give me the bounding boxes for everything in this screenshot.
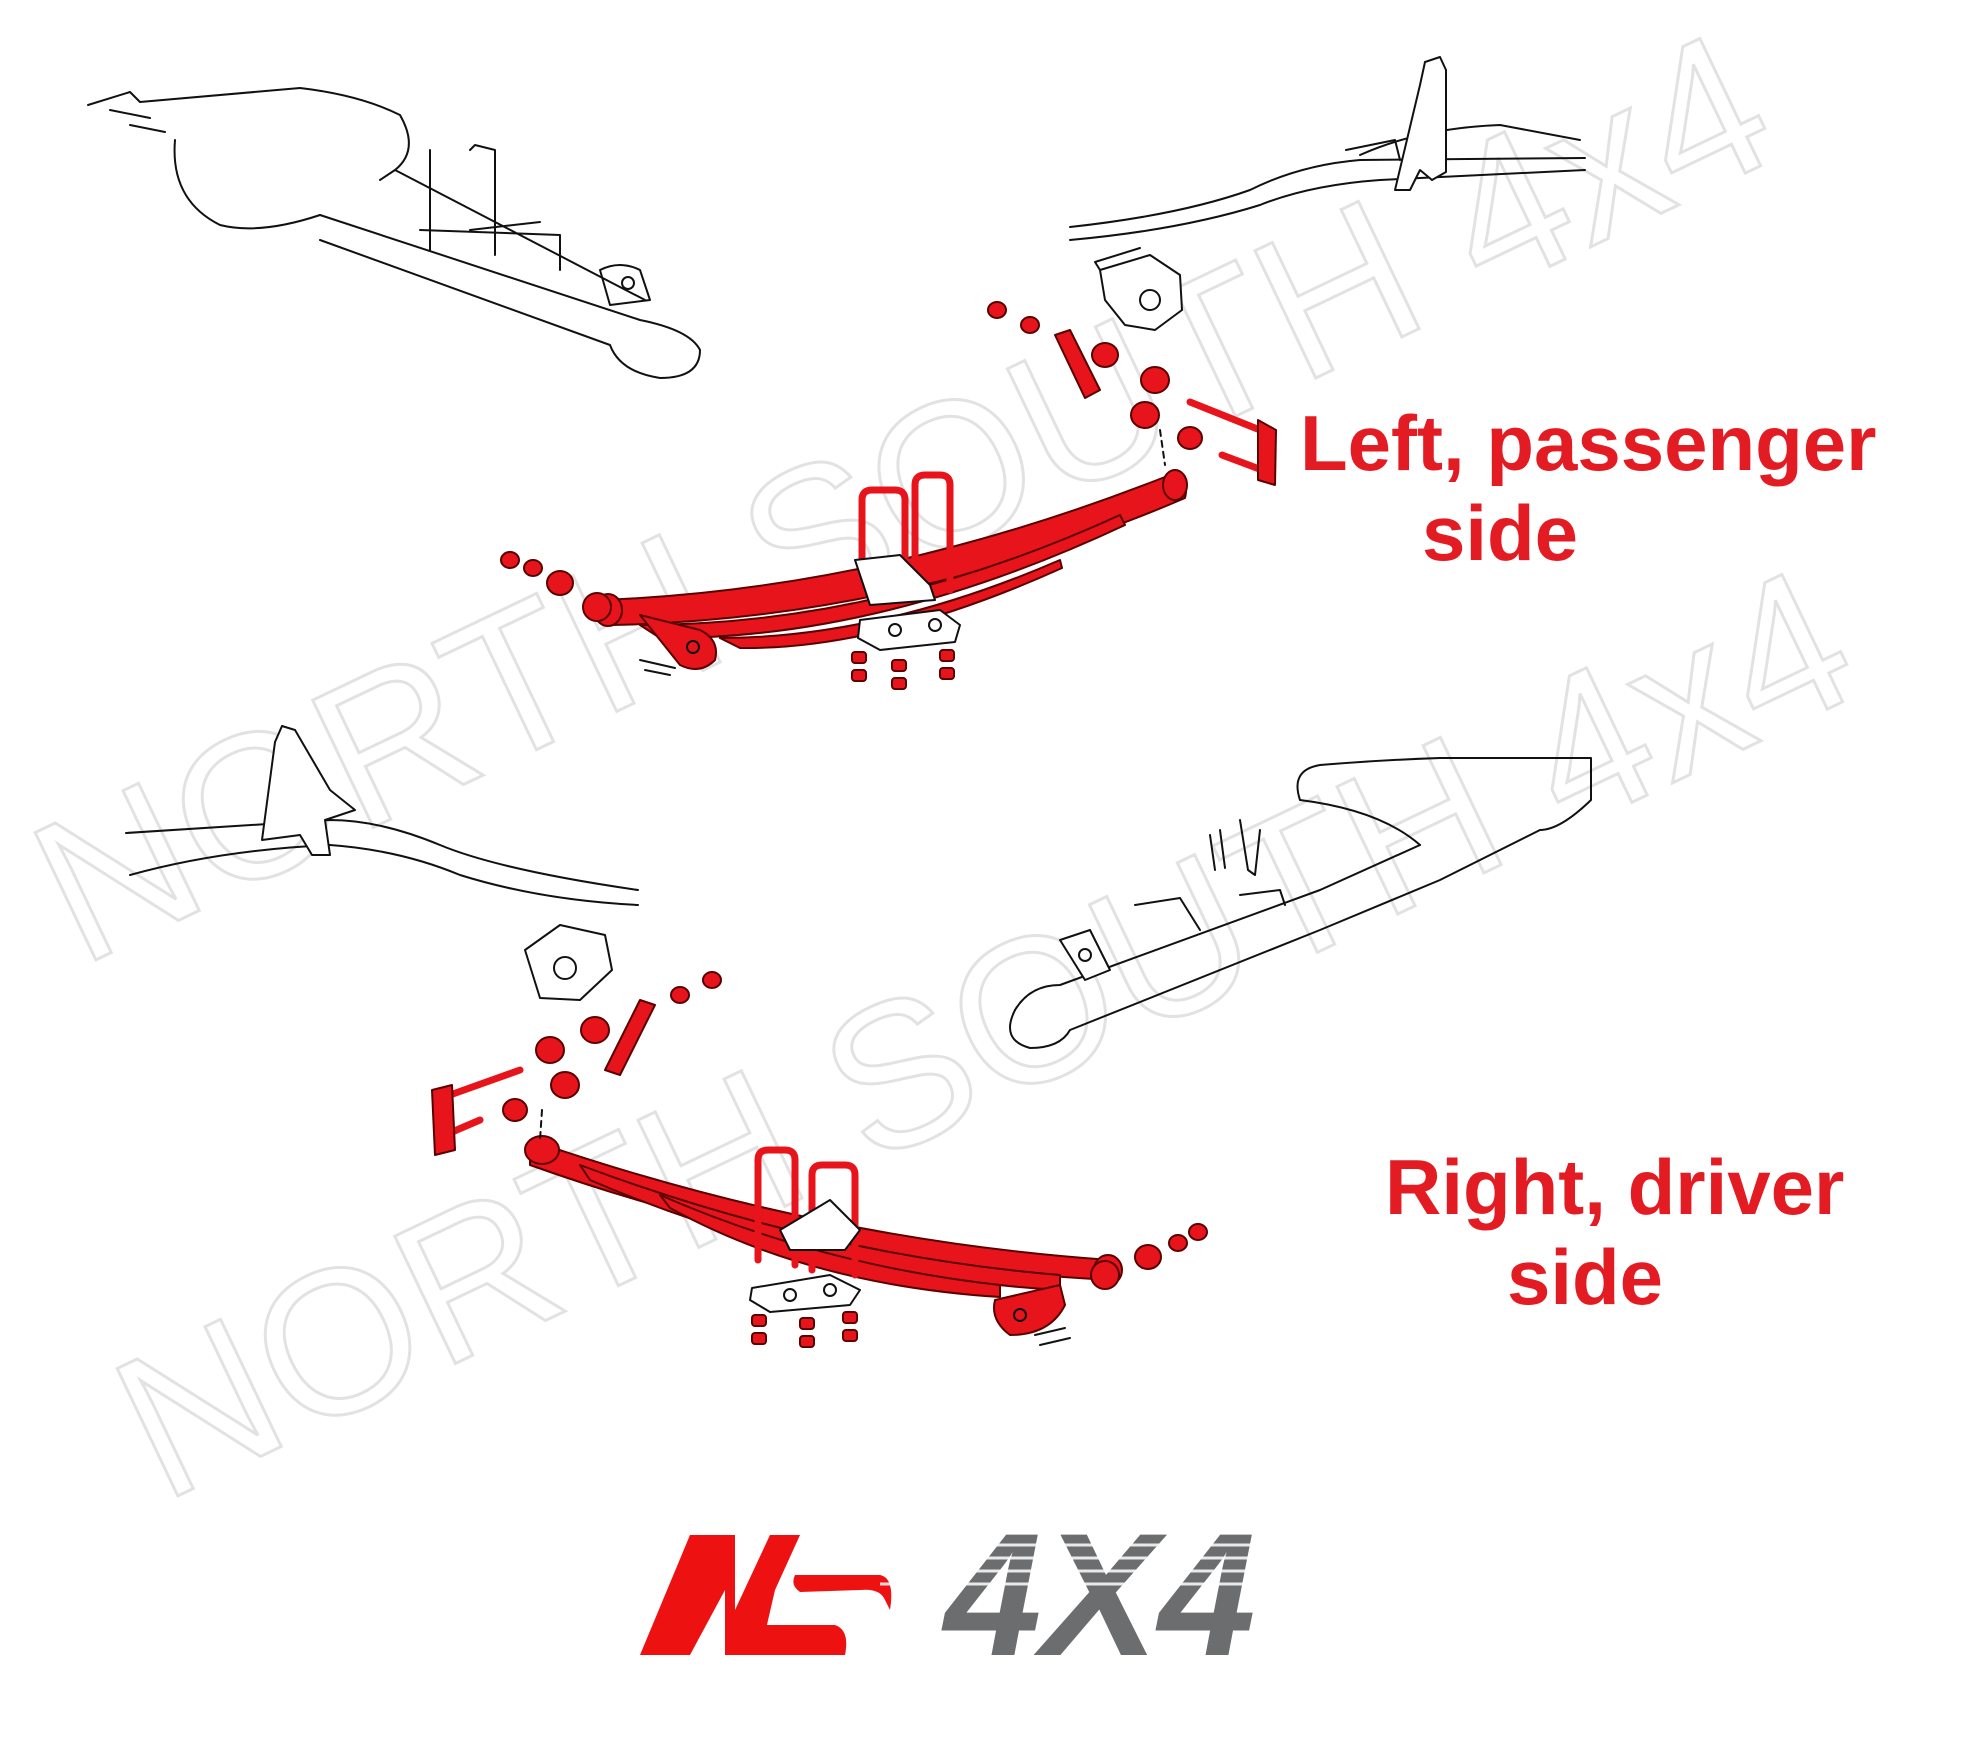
frame-rail-top bbox=[1069, 56, 1586, 331]
rear-axle-housing-top bbox=[87, 87, 701, 379]
spring-plate-top bbox=[857, 609, 961, 651]
ns4x4-logo: NS 4X4 bbox=[0, 0, 1320, 1693]
u-bolt-nuts-top bbox=[851, 649, 955, 690]
svg-text:4X4: 4X4 bbox=[941, 1498, 1255, 1693]
label-right-driver-side: Right, driver side bbox=[1385, 1142, 1845, 1322]
svg-text:NS: NS bbox=[0, 0, 23, 4]
leaf-spring-bottom bbox=[524, 1135, 1123, 1298]
label-left-line2: side bbox=[1421, 489, 1579, 577]
front-shackle-parts-bottom bbox=[431, 971, 722, 1156]
u-bolts-bottom bbox=[754, 1146, 861, 1279]
label-right-line1: Right, driver bbox=[1385, 1143, 1845, 1231]
frame-rail-bottom bbox=[125, 725, 639, 1001]
rear-axle-housing-bottom bbox=[1009, 757, 1592, 1049]
u-bolts-top bbox=[854, 471, 954, 606]
u-bolt-nuts-bottom bbox=[751, 1311, 858, 1348]
label-left-passenger-side: Left, passenger side bbox=[1300, 398, 1877, 578]
rear-bushing-parts-bottom bbox=[993, 1223, 1208, 1346]
rear-shackle-parts-top bbox=[987, 301, 1277, 486]
logo-ns-mark: NS bbox=[0, 0, 892, 1655]
front-bushing-parts-top bbox=[500, 551, 717, 676]
spring-plate-bottom bbox=[749, 1274, 861, 1313]
label-right-line2: side bbox=[1506, 1233, 1664, 1321]
label-left-line1: Left, passenger bbox=[1300, 399, 1877, 487]
logo-4x4-text: 4X4 bbox=[880, 1498, 1320, 1693]
